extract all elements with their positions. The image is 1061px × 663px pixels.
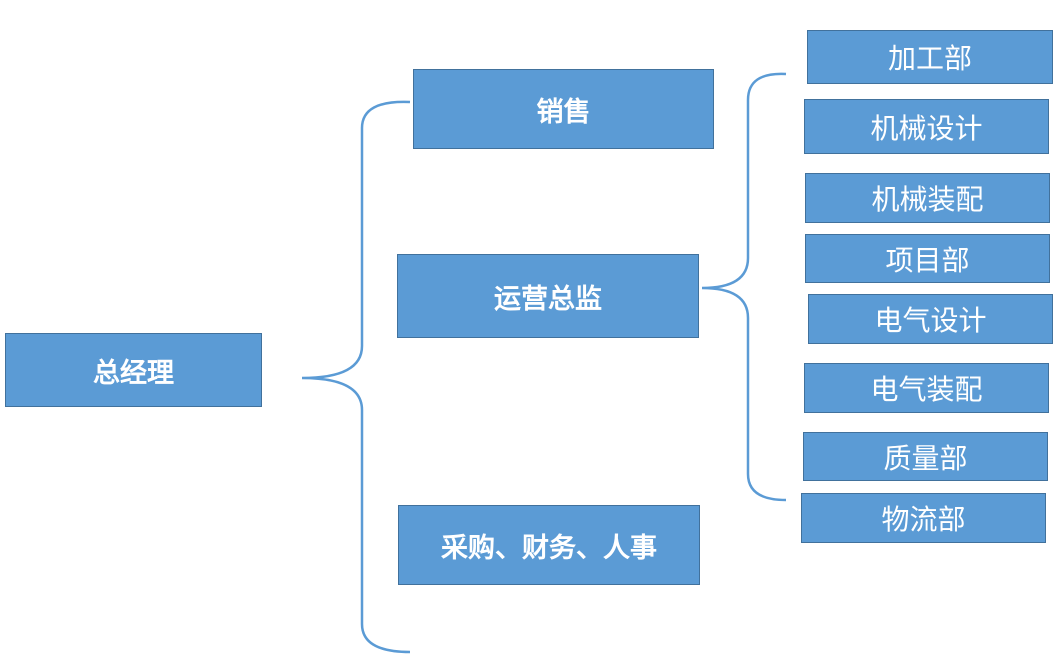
node-ops-child: 加工部 xyxy=(807,30,1053,84)
node-ops-child: 机械设计 xyxy=(804,99,1049,154)
node-ops-child: 物流部 xyxy=(801,493,1046,543)
node-sales: 销售 xyxy=(413,69,714,149)
node-ops-child-label: 质量部 xyxy=(883,441,968,475)
node-ops-child: 质量部 xyxy=(803,432,1048,481)
node-ops-child: 机械装配 xyxy=(805,173,1050,223)
node-ops-child-label: 项目部 xyxy=(885,243,970,277)
node-ops-child: 电气装配 xyxy=(804,363,1049,413)
node-sales-label: 销售 xyxy=(536,96,591,128)
node-ops-child: 项目部 xyxy=(805,234,1050,283)
node-ops-child-label: 电气设计 xyxy=(874,304,987,337)
node-ops: 运营总监 xyxy=(397,254,699,338)
root-brace xyxy=(301,100,411,654)
node-ops-child-label: 加工部 xyxy=(887,42,972,75)
node-ops-child-label: 机械设计 xyxy=(870,111,983,145)
node-admin-label: 采购、财务、人事 xyxy=(441,532,657,564)
node-ops-child: 电气设计 xyxy=(808,294,1053,344)
node-ops-child-label: 机械装配 xyxy=(871,183,984,216)
node-root-label: 总经理 xyxy=(93,357,174,389)
node-ops-child-label: 物流部 xyxy=(881,503,966,536)
node-root: 总经理 xyxy=(5,333,262,407)
node-ops-child-label: 电气装配 xyxy=(870,373,983,406)
node-ops-label: 运营总监 xyxy=(494,283,602,315)
ops-brace xyxy=(701,72,787,502)
node-admin: 采购、财务、人事 xyxy=(398,505,700,585)
